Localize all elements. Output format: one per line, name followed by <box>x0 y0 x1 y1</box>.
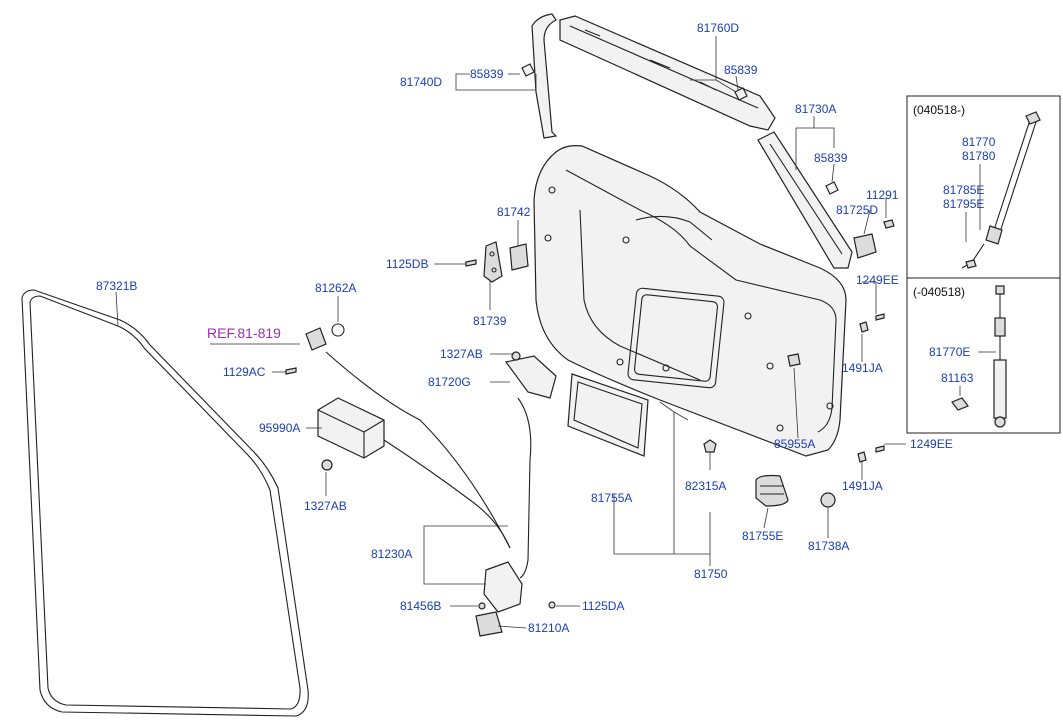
inset-old-title: (-040518) <box>913 285 965 299</box>
upper-garnish-81760d <box>559 15 776 131</box>
label-81785e: 81785E <box>943 183 984 197</box>
label-81210a: 81210A <box>528 621 569 635</box>
hinge-81739 <box>483 241 503 283</box>
label-1249ee-upper: 1249EE <box>856 273 899 287</box>
clip-82315a <box>703 439 717 453</box>
label-1327ab-left: 1327AB <box>304 499 347 513</box>
label-1327ab-mid: 1327AB <box>440 347 483 361</box>
right-pillar-trim-81730a <box>757 131 853 269</box>
bracket-81742 <box>509 243 529 271</box>
inner-trim-panel <box>533 145 847 457</box>
inset-old-strut: (-040518) 81770E 81163 <box>906 277 1061 434</box>
label-81770: 81770 <box>962 135 996 149</box>
label-81262a: 81262A <box>315 281 356 295</box>
label-82315a: 82315A <box>685 479 726 493</box>
label-81230a: 81230A <box>371 547 412 561</box>
key-cylinder <box>305 323 345 351</box>
label-81760d: 81760D <box>697 21 739 35</box>
label-81795e: 81795E <box>943 197 984 211</box>
label-81755a: 81755A <box>591 491 632 505</box>
label-1125da: 1125DA <box>582 599 624 613</box>
label-81163: 81163 <box>941 371 974 385</box>
label-85955a: 85955A <box>774 437 815 451</box>
cables-81230a <box>325 351 532 579</box>
label-81730a: 81730A <box>795 102 836 116</box>
inset-new-title: (040518-) <box>913 103 965 117</box>
label-87321b: 87321B <box>96 279 137 293</box>
label-81738a: 81738A <box>808 539 849 553</box>
module-95990a <box>317 397 385 471</box>
label-81742: 81742 <box>497 205 531 219</box>
label-81739: 81739 <box>473 314 507 328</box>
part-labels: 81760D 85839 85839 81740D 81730A 85839 1… <box>96 21 953 635</box>
weatherstrip-87321b <box>21 289 309 717</box>
label-81740d: 81740D <box>400 75 442 89</box>
label-85839-left: 85839 <box>470 67 504 81</box>
label-81720g: 81720G <box>428 375 471 389</box>
label-1491ja-upper: 1491JA <box>842 361 883 375</box>
label-81456b: 81456B <box>400 599 441 613</box>
label-81750: 81750 <box>694 567 728 581</box>
label-85839-top: 85839 <box>724 63 758 77</box>
label-85839-right: 85839 <box>814 151 848 165</box>
pull-handle-81755e <box>755 474 789 507</box>
left-pillar-trim-81740d <box>521 13 558 139</box>
label-95990a: 95990A <box>259 421 300 435</box>
latch-81720g <box>504 351 557 399</box>
bracket-81725d <box>853 233 877 259</box>
pocket-tray-81755a <box>567 373 649 457</box>
small-fasteners <box>285 219 895 463</box>
label-ref-81-819: REF.81-819 <box>207 325 281 341</box>
label-81755e: 81755E <box>742 529 783 543</box>
lower-latch-assembly <box>475 561 556 637</box>
inset-new-strut: (040518-) 81770 81780 81785E 81795E <box>906 95 1061 279</box>
label-81770e: 81770E <box>929 345 970 359</box>
label-1125db: 1125DB <box>386 257 428 271</box>
leader-lines <box>115 36 906 629</box>
label-1129ac: 1129AC <box>223 365 266 379</box>
plug-81738a <box>820 492 836 508</box>
label-81780: 81780 <box>962 149 996 163</box>
label-1491ja-lower: 1491JA <box>842 479 883 493</box>
label-81725d: 81725D <box>836 203 878 217</box>
label-1249ee-lower: 1249EE <box>910 437 953 451</box>
label-11291: 11291 <box>866 188 899 202</box>
